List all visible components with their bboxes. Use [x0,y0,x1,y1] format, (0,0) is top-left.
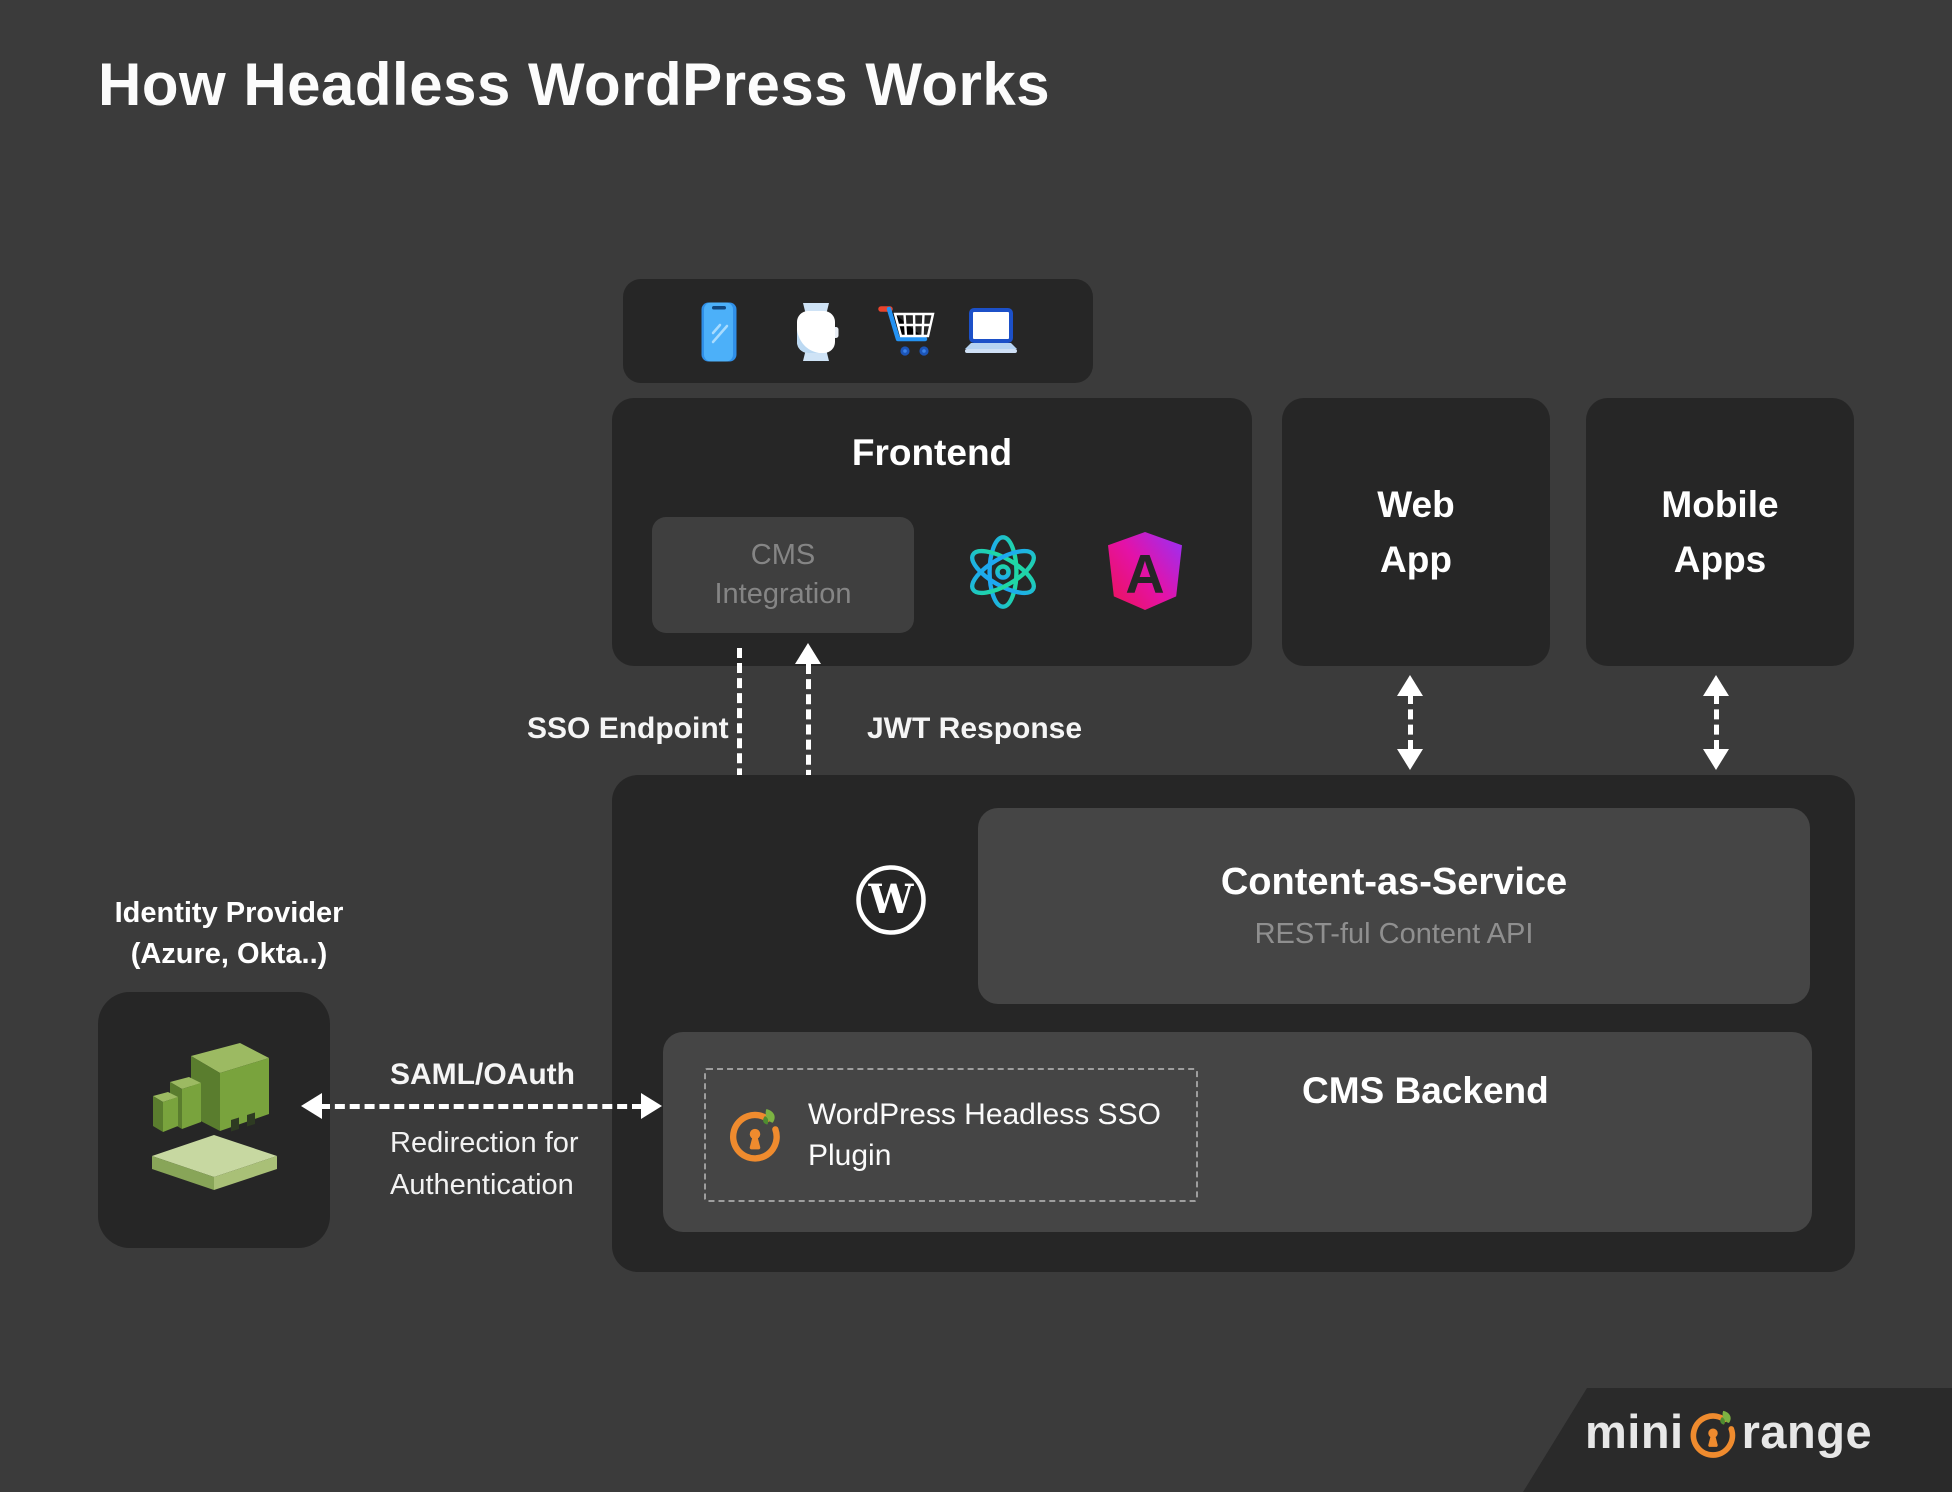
react-icon [970,535,1036,609]
identity-provider-line2: (Azure, Okta..) [130,937,328,970]
identity-provider-icon [151,1043,277,1190]
saml-arrowhead-right-icon [641,1093,665,1119]
wordpress-logo-icon: W [856,865,926,935]
shopping-cart-icon [878,306,935,356]
sso-plugin-label: WordPress Headless SSO Plugin [808,1097,1161,1172]
web-app-label: Web App [1377,483,1455,581]
angular-monogram: A [1125,543,1164,604]
web-app-arrowhead-down-icon [1397,749,1423,773]
content-as-service-box: Content-as-Service REST-ful Content API [978,808,1810,1004]
identity-provider-box [98,992,330,1248]
web-app-box: Web App [1282,398,1550,666]
cms-backend-box [663,1032,1812,1232]
laptop-icon [965,308,1017,353]
smartwatch-icon [797,303,839,361]
web-app-arrowhead-up-icon [1397,672,1423,696]
jwt-arrowhead-up-icon [795,640,821,664]
smartphone-icon [701,302,737,362]
cms-backend-label: CMS Backend [1302,1070,1549,1111]
redirection-line2: Authentication [390,1169,574,1202]
miniorange-brand-logo-icon [1690,1410,1735,1458]
mobile-apps-line [1714,694,1719,750]
identity-provider-line1: Identity Provider [114,897,344,929]
wordpress-monogram: W [868,876,915,923]
content-as-service-title: Content-as-Service [1220,861,1568,903]
devices-bar [623,279,1093,383]
content-api-subtitle: REST-ful Content API [1254,918,1534,950]
mobile-apps-box: Mobile Apps [1586,398,1854,666]
brand-prefix: mini [1585,1405,1684,1458]
redirection-line1: Redirection for [390,1127,579,1159]
mobile-apps-arrowhead-up-icon [1703,672,1729,696]
frontend-label: Frontend [851,432,1013,473]
cms-integration-box: CMS Integration [652,517,914,633]
page-title: How Headless WordPress Works [98,51,1051,118]
footer-banner [1523,1388,1952,1492]
brand-suffix: range [1741,1405,1873,1458]
miniorange-brand: mini range [1585,1404,1872,1459]
mobile-apps-label: Mobile Apps [1661,483,1779,581]
cms-integration-label: CMS Integration [714,538,852,610]
sso-endpoint-label: SSO Endpoint [527,712,729,745]
sso-plugin-box: WordPress Headless SSO Plugin [704,1068,1198,1202]
frontend-box: Frontend CMS Integration [612,398,1252,666]
angular-icon: A [1108,532,1182,610]
jwt-response-label: JWT Response [867,712,1083,745]
web-app-line [1408,694,1413,750]
saml-oauth-label: SAML/OAuth [390,1058,575,1091]
identity-provider-label: Identity Provider (Azure, Okta..) [88,893,370,974]
saml-oauth-line [320,1104,642,1109]
mobile-apps-arrowhead-down-icon [1703,749,1729,773]
miniorange-plugin-logo-icon [730,1109,780,1162]
saml-arrowhead-left-icon [298,1093,322,1119]
redirection-label: Redirection for Authentication [390,1122,579,1206]
